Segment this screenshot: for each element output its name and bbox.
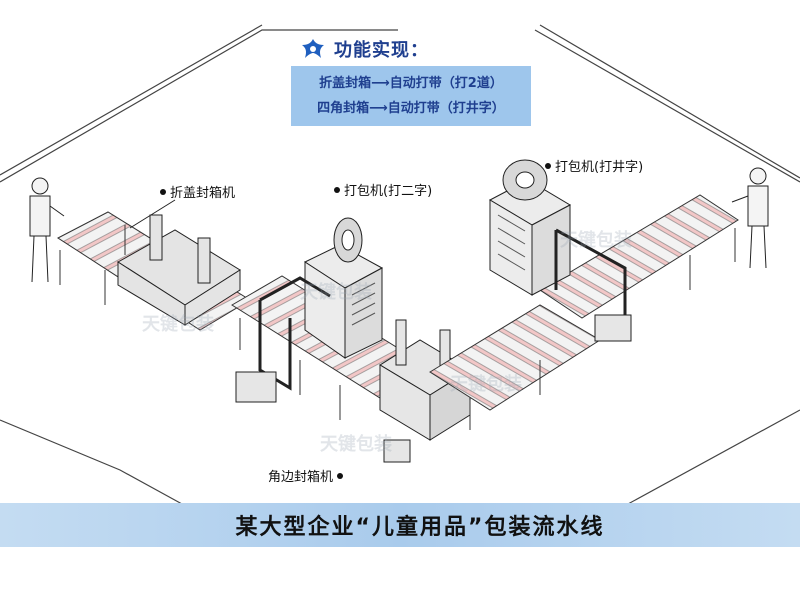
callout-strapper-two: 打包机(打二字) xyxy=(334,180,432,199)
feature-title: 功能实现： xyxy=(334,40,429,61)
callout-strapper-two-label: 打包机(打二字) xyxy=(344,184,433,199)
strapper-cross-machine xyxy=(488,159,632,342)
strapper-two-machine xyxy=(235,217,384,403)
title-banner: 某大型企业“儿童用品”包装流水线 xyxy=(0,503,800,547)
watermark: 天键包装 天键包装 天键包装 天键包装 天键包装 xyxy=(142,229,632,455)
callout-strapper-cross-label: 打包机(打井字) xyxy=(555,160,644,175)
feature-heading: 功能实现： xyxy=(300,36,429,62)
callout-dot xyxy=(545,162,551,169)
callout-dot xyxy=(337,472,344,479)
watermark-text-5: 天键包装 xyxy=(320,433,392,455)
fold-sealer-machine xyxy=(117,199,241,326)
callout-fold-sealer: 折盖封箱机 xyxy=(160,182,235,201)
watermark-text-4: 天键包装 xyxy=(450,373,522,395)
operator-left xyxy=(29,177,65,283)
callout-corner-sealer: 角边封箱机 xyxy=(268,466,344,485)
callout-fold-sealer-label: 折盖封箱机 xyxy=(170,186,236,201)
blue-star-icon xyxy=(302,39,324,58)
operator-right xyxy=(731,167,769,269)
callout-strapper-cross: 打包机(打井字) xyxy=(545,156,643,175)
feature-line-corner: 四角封箱⟶自动打带（打井字） xyxy=(317,101,505,116)
callout-dot xyxy=(160,188,166,195)
banner-title: 某大型企业“儿童用品”包装流水线 xyxy=(235,515,605,540)
watermark-text-1: 天键包装 xyxy=(300,281,372,303)
feature-line-fold: 折盖封箱⟶自动打带（打2道） xyxy=(319,76,503,91)
watermark-text-2: 天键包装 xyxy=(142,313,214,335)
feature-box: 折盖封箱⟶自动打带（打2道） 四角封箱⟶自动打带（打井字） xyxy=(291,66,531,126)
watermark-text-3: 天键包装 xyxy=(560,229,632,251)
right-conveyor xyxy=(429,194,739,430)
floor-outline xyxy=(0,24,800,505)
callout-corner-sealer-label: 角边封箱机 xyxy=(268,470,334,485)
callout-dot xyxy=(334,186,340,193)
